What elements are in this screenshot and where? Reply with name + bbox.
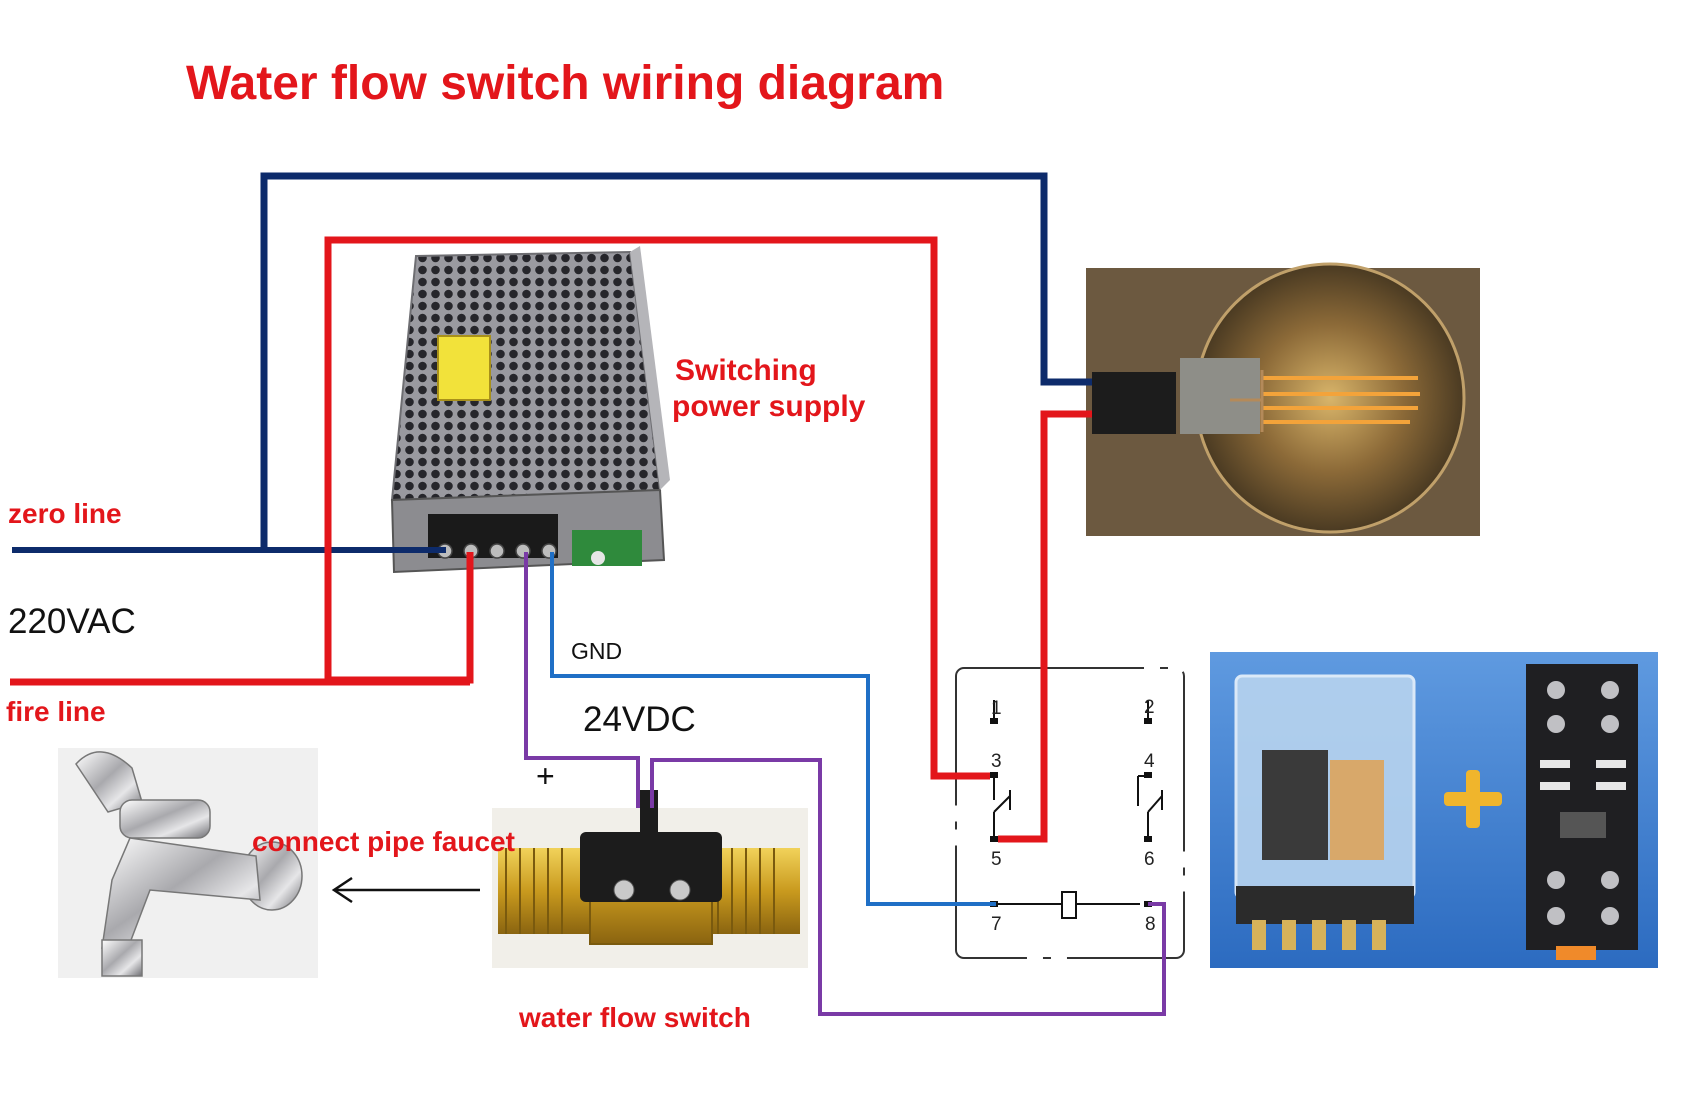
connect-pipe-faucet-label: connect pipe faucet bbox=[252, 826, 515, 857]
neutral-wire bbox=[260, 172, 1092, 548]
plus-icon bbox=[1444, 770, 1502, 828]
relay-pin-3: 3 bbox=[991, 751, 1002, 772]
relay-pin-7: 7 bbox=[991, 914, 1002, 935]
water-flow-switch-label: water flow switch bbox=[519, 1002, 751, 1033]
diagram-title: Water flow switch wiring diagram bbox=[186, 57, 945, 110]
voltage-dc-label: 24VDC bbox=[583, 700, 696, 739]
faucet bbox=[58, 748, 318, 978]
fire-line-label: fire line bbox=[6, 696, 106, 727]
gnd-label: GND bbox=[571, 638, 623, 664]
relay-pin-2: 2 bbox=[1144, 697, 1155, 718]
light-bulb bbox=[1086, 262, 1480, 536]
relay-schematic bbox=[955, 667, 1185, 959]
relay-pin-4: 4 bbox=[1144, 751, 1155, 772]
positive-wire bbox=[524, 552, 640, 808]
arrow-left-icon bbox=[331, 876, 480, 904]
power-supply-label-line1: Switching bbox=[675, 354, 817, 387]
relay-pin-5: 5 bbox=[991, 849, 1002, 870]
power-supply-unit bbox=[390, 246, 670, 574]
zero-line-label: zero line bbox=[8, 498, 122, 529]
relay-and-socket bbox=[1210, 652, 1658, 968]
power-supply-label-line2: power supply bbox=[672, 390, 866, 423]
gnd-wire bbox=[550, 552, 996, 906]
live-lamp-wire bbox=[998, 410, 1092, 843]
relay-pin-1: 1 bbox=[991, 698, 1002, 719]
relay-pin-8: 8 bbox=[1145, 914, 1156, 935]
positive-terminal-label: + bbox=[536, 758, 555, 794]
signal-wire bbox=[650, 758, 1166, 1016]
relay-pin-6: 6 bbox=[1144, 849, 1155, 870]
warning-sticker bbox=[437, 335, 491, 401]
water-flow-switch-device bbox=[492, 790, 808, 968]
voltage-ac-label: 220VAC bbox=[8, 602, 136, 641]
